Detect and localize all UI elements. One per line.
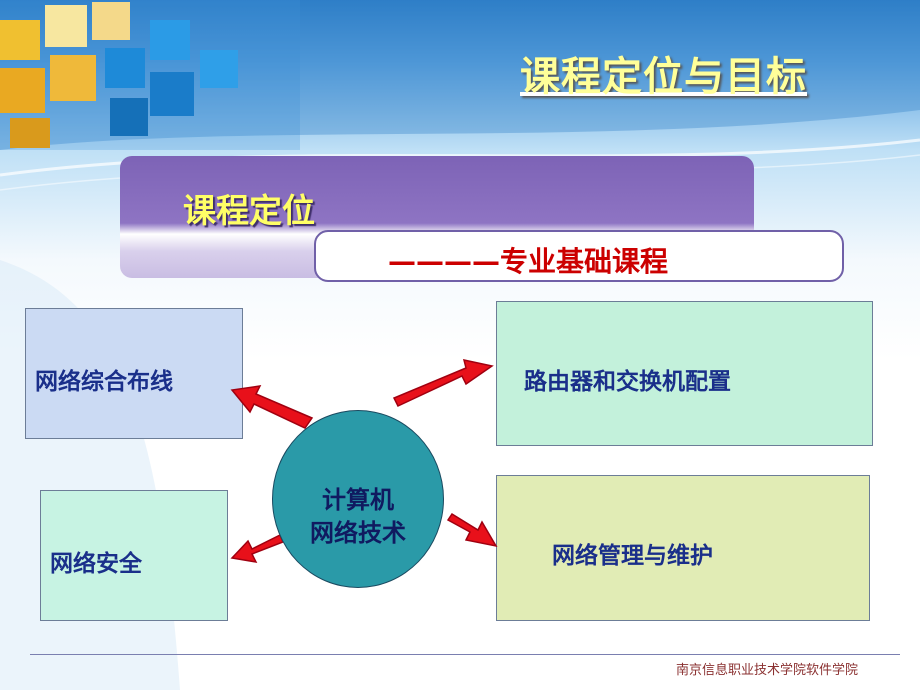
- footer-divider: [30, 654, 900, 655]
- arrow-to-management: [448, 514, 496, 546]
- arrow-to-routing: [394, 360, 492, 406]
- center-label-line1: 计算机: [272, 480, 444, 515]
- arrow-to-cabling: [232, 386, 312, 428]
- center-label-line2: 网络技术: [272, 513, 444, 548]
- footer-text: 南京信息职业技术学院软件学院: [676, 659, 858, 678]
